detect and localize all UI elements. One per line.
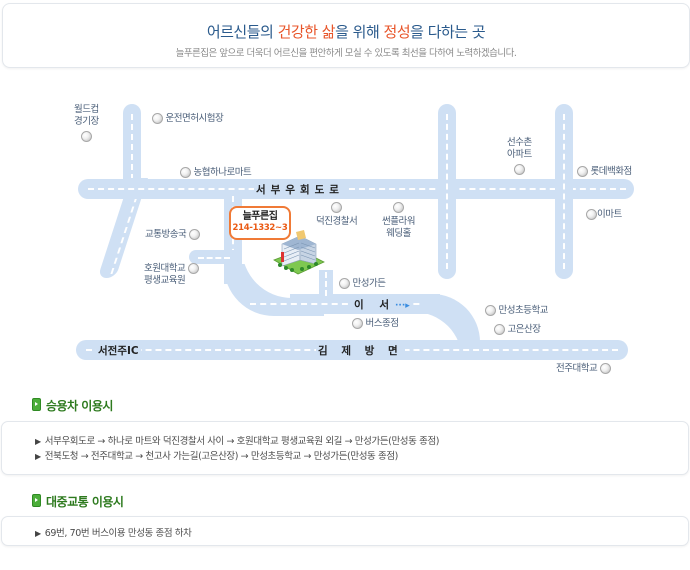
marker-icon xyxy=(392,202,404,213)
poi-label: 교통방송국 xyxy=(145,229,187,240)
triangle-right-icon: ▶ xyxy=(35,452,41,461)
bullet-icon xyxy=(32,398,41,411)
car-routes-box: ▶서부우회도로 → 하나로 마트와 덕진경찰서 사이 → 호원대학교 평생교육원… xyxy=(1,421,689,475)
bullet-icon xyxy=(32,494,41,507)
headline-highlight: 건강한 삶 xyxy=(277,23,336,41)
destination-callout: 늘푸른집 214-1332~3 xyxy=(229,206,291,240)
marker-icon xyxy=(152,113,163,124)
route-item: ▶전북도청 → 전주대학교 → 천고사 가는길(고은산장) → 만성초등학교 →… xyxy=(35,448,398,462)
section-title-text: 승용차 이용시 xyxy=(46,399,113,413)
road-label-gimje: 김 제 방 면 xyxy=(316,343,405,358)
poi-mansung-garden: 만성가든 xyxy=(339,278,386,290)
headline-highlight: 정성 xyxy=(383,23,411,41)
section-title-text: 대중교통 이용시 xyxy=(46,495,124,509)
destination-address: 214-1332~3 xyxy=(232,223,288,233)
headline-part: 어르신들의 xyxy=(206,23,278,41)
road-label-seojeonju-ic: 서전주IC xyxy=(96,343,141,358)
marker-icon xyxy=(485,305,496,316)
marker-icon xyxy=(339,278,350,289)
road-label-iseo: 이 서···▸ xyxy=(352,297,412,312)
poi-label: 농협하나로마트 xyxy=(193,167,252,178)
poi-bus-terminal: 버스종점 xyxy=(352,318,399,330)
poi-worldcup-stadium: 월드컵 경기장 xyxy=(74,104,99,143)
road-dash xyxy=(325,272,327,296)
poi-label: 전주대학교 xyxy=(556,363,598,374)
transit-routes-box: ▶69번, 70번 버스이용 만성동 종점 하차 xyxy=(1,516,689,546)
poi-nh-mart: 농협하나로마트 xyxy=(180,167,252,179)
marker-icon xyxy=(188,229,200,240)
marker-icon xyxy=(494,324,505,335)
poi-broadcast: 교통방송국 xyxy=(145,229,200,241)
marker-icon xyxy=(577,166,588,177)
marker-icon xyxy=(187,263,199,274)
poi-lotte-dept: 롯데백화점 xyxy=(577,166,632,178)
triangle-right-icon: ▶ xyxy=(35,529,41,538)
route-text: 서부우회도로 → 하나로 마트와 덕진경찰서 사이 → 호원대학교 평생교육원 … xyxy=(44,436,440,447)
poi-label: 이마트 xyxy=(597,209,622,220)
poi-label: 만성초등학교 xyxy=(498,305,549,316)
poi-label: 경기장 xyxy=(74,116,99,127)
route-text: 전북도청 → 전주대학교 → 천고사 가는길(고은산장) → 만성초등학교 → … xyxy=(44,451,399,462)
road-dash xyxy=(88,188,626,190)
poi-sunflower-wedding: 썬플라워 웨딩홀 xyxy=(382,202,415,240)
destination-name: 늘푸른집 xyxy=(242,211,278,222)
section-title-car: 승용차 이용시 xyxy=(32,397,113,414)
poi-label: 썬플라워 xyxy=(382,216,415,227)
arrow-right-icon: ···▸ xyxy=(394,301,410,311)
poi-label: 운전면허시험장 xyxy=(165,113,224,124)
headline-part: 을 다하는 곳 xyxy=(410,23,486,41)
marker-icon xyxy=(180,167,191,178)
triangle-right-icon: ▶ xyxy=(35,437,41,446)
poi-label: 롯데백화점 xyxy=(590,166,633,177)
iseo-label: 이 서 xyxy=(354,299,395,311)
road-dash xyxy=(446,114,448,269)
road-dash xyxy=(131,114,133,190)
road-dash xyxy=(198,257,230,259)
poi-deokjin-police: 덕진경찰서 xyxy=(316,202,358,228)
poi-jeonju-univ: 전주대학교 xyxy=(556,363,611,375)
marker-icon xyxy=(513,164,525,175)
poi-howon-univ: 호원대학교 평생교육원 xyxy=(144,263,199,287)
section-title-transit: 대중교통 이용시 xyxy=(32,493,124,510)
route-item: ▶69번, 70번 버스이용 만성동 종점 하차 xyxy=(35,525,192,539)
poi-label: 만성가든 xyxy=(352,278,386,289)
marker-icon xyxy=(586,209,597,220)
marker-icon xyxy=(352,318,363,329)
road-dash xyxy=(563,114,565,269)
poi-mansung-school: 만성초등학교 xyxy=(485,305,548,317)
poi-license-center: 운전면허시험장 xyxy=(152,113,224,125)
road-dash xyxy=(250,303,450,305)
poi-label: 평생교육원 xyxy=(144,275,186,286)
location-map: 서부우회도로 이 서···▸ 김 제 방 면 서전주IC 월드컵 경기장 운전면… xyxy=(0,74,690,384)
poi-label: 고은산장 xyxy=(507,324,541,335)
poi-label: 아파트 xyxy=(507,149,532,160)
route-item: ▶서부우회도로 → 하나로 마트와 덕진경찰서 사이 → 호원대학교 평생교육원… xyxy=(35,433,440,447)
poi-label: 호원대학교 xyxy=(144,263,186,274)
poi-label: 선수촌 xyxy=(507,137,532,148)
marker-icon xyxy=(331,202,343,213)
marker-icon xyxy=(599,363,611,374)
poi-label: 웨딩홀 xyxy=(386,228,411,239)
poi-seonsuchon-apt: 선수촌 아파트 xyxy=(507,137,532,176)
road-iseo-right xyxy=(420,294,480,342)
road-label-seobu: 서부우회도로 xyxy=(254,182,346,197)
poi-label: 덕진경찰서 xyxy=(316,216,358,227)
route-text: 69번, 70번 버스이용 만성동 종점 하차 xyxy=(44,528,192,539)
building-icon xyxy=(272,230,326,276)
header-banner: 어르신들의 건강한 삶을 위해 정성을 다하는 곳 늘푸른집은 앞으로 더욱더 … xyxy=(2,3,690,68)
poi-goeun-sanjang: 고은산장 xyxy=(494,324,541,336)
poi-emart: 이마트 xyxy=(586,209,622,221)
poi-label: 버스종점 xyxy=(365,318,399,329)
subline: 늘푸른집은 앞으로 더욱더 어르신을 편안하게 모실 수 있도록 최선을 다하여… xyxy=(175,48,517,59)
marker-icon xyxy=(80,131,92,142)
headline-part: 을 위해 xyxy=(335,23,384,41)
headline: 어르신들의 건강한 삶을 위해 정성을 다하는 곳 xyxy=(3,21,689,42)
poi-label: 월드컵 xyxy=(74,104,99,115)
